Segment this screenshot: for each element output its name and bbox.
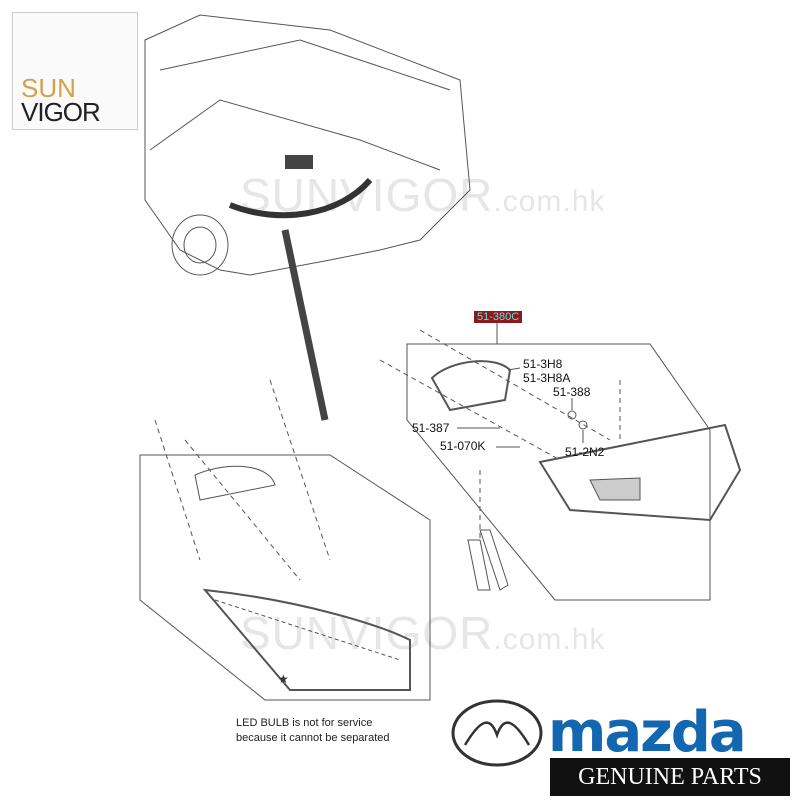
genuine-parts-banner: GENUINE PARTS (550, 758, 790, 796)
led-note: LED BULB is not for service because it c… (236, 716, 390, 746)
part-label-assembly[interactable]: 51-380C (474, 311, 523, 323)
logo-sun: SUN (21, 73, 76, 103)
inner-lamp-box (406, 343, 711, 601)
sunvigor-logo: SUN VIGOR (12, 12, 138, 130)
note-line: LED BULB is not for service (236, 717, 373, 729)
part-label[interactable]: 51-070K (440, 439, 486, 453)
part-label[interactable]: 51-387 (412, 421, 450, 435)
mazda-wordmark: mazda (548, 700, 747, 765)
mazda-emblem-icon (451, 699, 543, 767)
outer-lamp-box (139, 454, 431, 701)
watermark-bottom: SUNVIGOR.com.hk (240, 607, 606, 659)
logo-vigor: VIGOR (21, 97, 101, 127)
pointer-arrow (281, 229, 329, 421)
part-label[interactable]: 51-388 (553, 385, 591, 399)
part-label[interactable]: 51-3H8 (523, 357, 563, 371)
car-outline (144, 14, 471, 276)
note-line: because it cannot be separated (236, 732, 390, 744)
part-label[interactable]: 51-2N2 (565, 445, 605, 459)
part-label[interactable]: 51-3H8A (523, 371, 571, 385)
svg-text:★: ★ (278, 672, 289, 686)
